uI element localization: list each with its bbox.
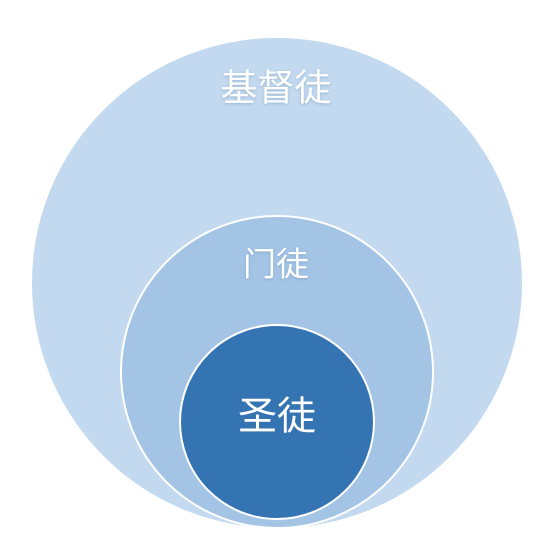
middle-circle-label: 门徒 [243,245,309,284]
inner-circle [179,324,375,520]
inner-circle-label: 圣徒 [238,395,316,440]
outer-circle-label: 基督徒 [221,67,332,110]
